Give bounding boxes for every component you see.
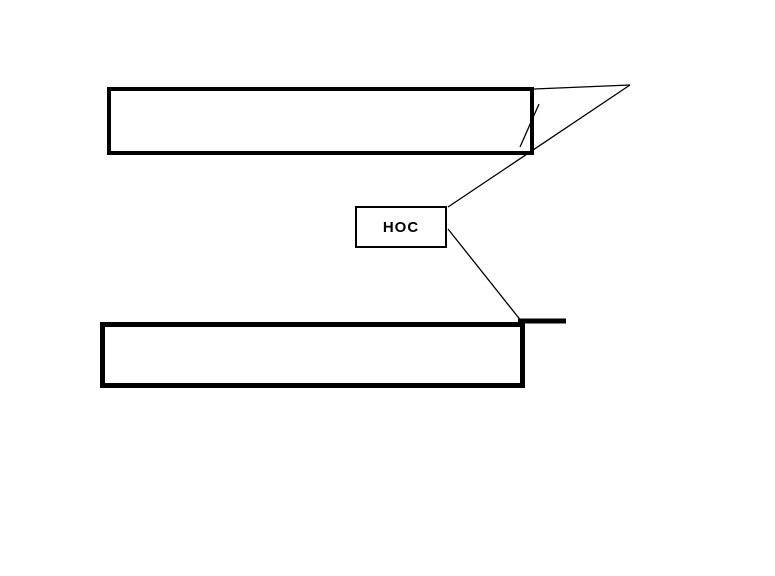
apex-top-line: [533, 84, 631, 90]
bottom-bar-rect: [100, 322, 525, 388]
lower-leader-line: [447, 228, 523, 323]
top-bar-rect: [107, 87, 534, 155]
upper-leader-line: [447, 84, 631, 208]
callout-label: HOC: [382, 218, 420, 236]
callout-box: HOC: [355, 206, 447, 248]
inner-flap-line: [519, 103, 540, 148]
